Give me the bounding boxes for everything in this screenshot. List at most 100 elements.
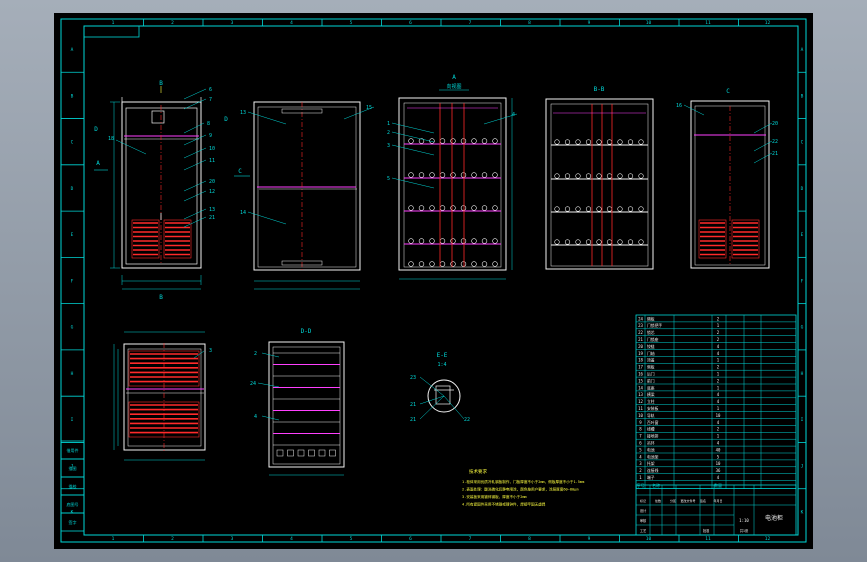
battery-terminal: [471, 261, 477, 267]
battery-terminal: [596, 139, 602, 145]
leader: [391, 144, 435, 156]
zone-number: 9: [588, 20, 591, 26]
notes-line: 4.所有紧固件采用不锈钢或镀锌件，焊接牢固无虚焊: [462, 502, 546, 507]
zone-number: 3: [231, 536, 234, 542]
battery-terminal: [492, 261, 498, 267]
leader: [183, 134, 207, 146]
tb-label: 标记: [640, 498, 646, 503]
leader: [391, 122, 435, 134]
bom-no: 11: [638, 406, 643, 411]
bom-name: 铰链: [647, 344, 655, 349]
zone-letter: D: [71, 186, 74, 192]
bom-qty: 4: [717, 399, 720, 404]
cabinet-door: [125, 107, 198, 265]
battery-terminal: [627, 206, 634, 212]
dd-foot: [329, 449, 336, 457]
leader: [183, 208, 207, 220]
zone-number: 3: [231, 20, 234, 26]
zone-number: 7: [469, 536, 472, 542]
zone-letter: J: [801, 463, 804, 469]
leader: [391, 131, 435, 143]
leader: [343, 106, 375, 120]
callout-number: 8: [207, 121, 210, 127]
zone-letter: D: [801, 186, 804, 192]
callout-number: 3: [209, 348, 212, 354]
battery-terminal: [492, 172, 498, 178]
bom-qty: 36: [716, 468, 721, 473]
bom-no: 17: [638, 365, 643, 370]
battery-terminal: [450, 138, 456, 144]
battery-terminal: [638, 173, 644, 179]
zone-letter: G: [71, 325, 74, 331]
callout-number: 15: [366, 105, 372, 111]
tb-label: 签名: [700, 498, 706, 503]
bom-qty: 2: [717, 337, 720, 342]
rack-inner: [403, 102, 502, 268]
plan-outline: [123, 343, 206, 451]
bom-no: 3: [639, 461, 642, 466]
bom-name: 隔板: [647, 316, 655, 321]
bom-name: 电池架: [647, 454, 659, 459]
battery-terminal: [585, 239, 592, 245]
callout-number: 20: [209, 179, 215, 185]
bom-name: 门轴: [647, 351, 655, 356]
battery-terminal: [429, 238, 435, 244]
battery-terminal: [617, 239, 623, 245]
bom-name: 底座: [647, 385, 655, 390]
bom-no: 24: [638, 316, 643, 321]
callout-number: 3: [387, 143, 390, 149]
bb-outline: [545, 98, 654, 270]
battery-terminal: [564, 139, 571, 145]
section-label-b: B: [159, 294, 163, 301]
battery-terminal: [418, 238, 425, 244]
callout-number: 24: [250, 381, 256, 387]
bom-qty: 1: [717, 372, 720, 377]
leader: [443, 395, 465, 420]
callout-number: 14: [240, 210, 246, 216]
tb-sheet: 共1张: [740, 528, 749, 533]
bom-qty: 1: [717, 323, 720, 328]
zone-number: 11: [705, 20, 711, 26]
zone-letter: K: [801, 510, 804, 516]
lock-body: [435, 385, 451, 405]
vent-grille: [163, 219, 192, 259]
battery-terminal: [627, 239, 634, 245]
leader: [257, 382, 280, 388]
c-outline: [690, 100, 770, 269]
plan-view: 3: [113, 331, 212, 461]
zone-number: 2: [171, 536, 174, 542]
zone-letter: J: [71, 463, 74, 469]
notes-title: 技术要求: [469, 468, 487, 475]
battery-terminal: [439, 238, 446, 244]
zone-number: 5: [350, 20, 353, 26]
bom-name: 百叶窗: [647, 420, 659, 425]
battery-terminal: [638, 206, 644, 212]
battery-terminal: [575, 239, 581, 245]
zone-number: 11: [705, 536, 711, 542]
battery-terminal: [492, 205, 498, 211]
dd-outline: [268, 341, 345, 468]
strip-label: 描图: [69, 465, 77, 471]
leader: [183, 88, 207, 100]
bom-no: 4: [639, 454, 642, 459]
zone-letter: E: [801, 232, 804, 238]
leader: [419, 395, 445, 405]
callout-number: 21: [410, 402, 416, 408]
zone-number: 8: [528, 20, 531, 26]
callout-number: 1: [387, 121, 390, 127]
zone-letter: A: [71, 47, 74, 53]
leader: [247, 111, 287, 125]
bom-name: 端子: [647, 475, 655, 480]
battery-terminal: [575, 206, 581, 212]
zone-letter: E: [71, 232, 74, 238]
bom-name: 立柱: [647, 399, 655, 404]
section-label-d: D: [224, 116, 228, 123]
lock-circle: [427, 379, 461, 413]
battery-terminal: [450, 238, 456, 244]
